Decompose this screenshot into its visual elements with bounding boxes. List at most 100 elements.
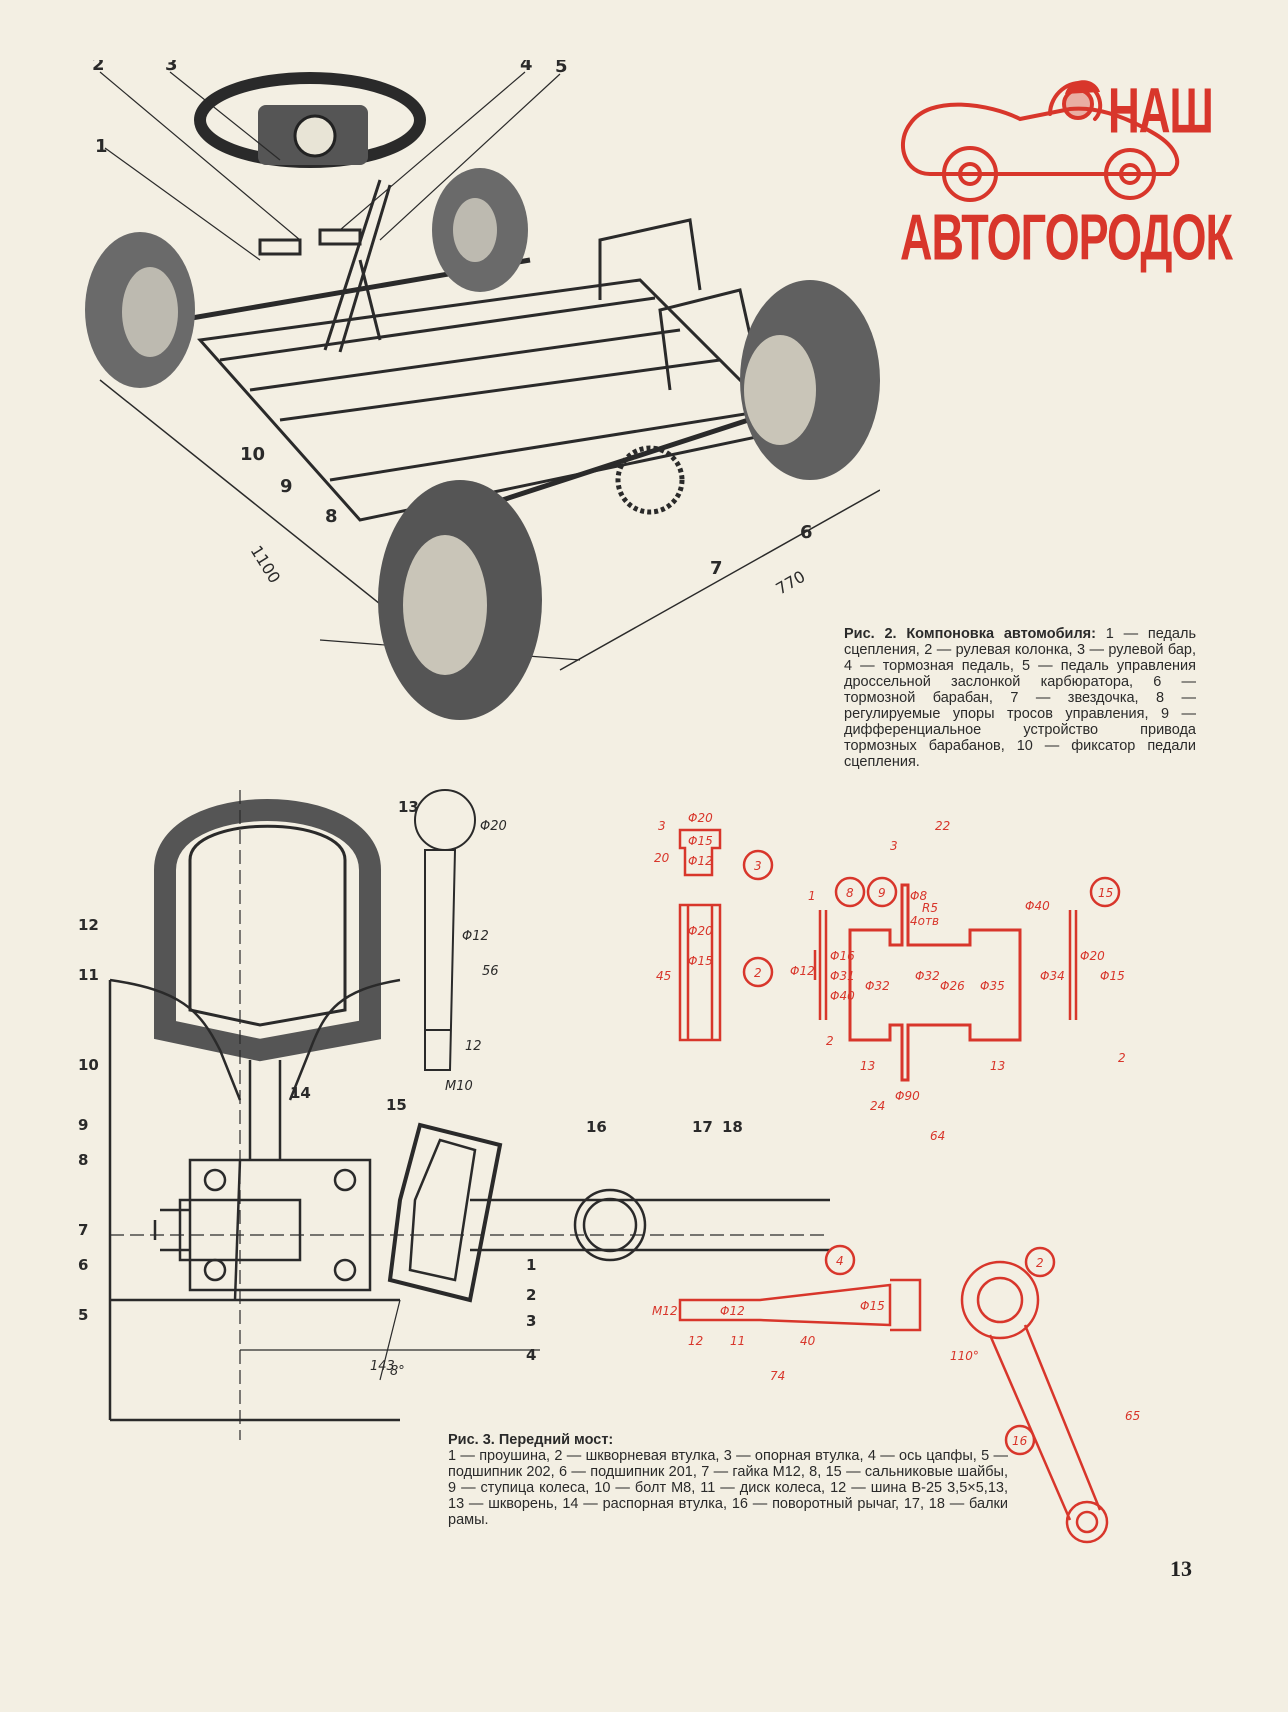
p4-l12: 12 — [688, 1334, 703, 1348]
p9-l64: 64 — [930, 1129, 945, 1143]
angle-8: 8° — [390, 1364, 405, 1379]
p4-l74: 74 — [770, 1369, 785, 1383]
part2-number-circle — [742, 956, 774, 988]
callout-7-b: 7 — [78, 1221, 88, 1239]
fig2-chassis-drawing: 2 3 4 5 1 10 9 8 7 6 1100 770 — [85, 60, 880, 720]
p9-num: 9 — [878, 886, 886, 900]
callout-4: 4 — [520, 60, 533, 75]
p8-num: 8 — [846, 886, 854, 900]
fig2-caption-body: 1 — педаль сцепления, 2 — рулевая колонк… — [844, 626, 1196, 770]
callout-17: 17 — [692, 1118, 713, 1136]
p4-d15: Φ15 — [860, 1299, 885, 1313]
p15-num: 15 — [1098, 886, 1113, 900]
part8-number-circle — [834, 876, 866, 908]
p3-d15: Φ15 — [688, 834, 713, 848]
fig3-caption: Рис. 3. Передний мост: 1 — проушина, 2 —… — [448, 1432, 1008, 1528]
pin13-m10: M10 — [445, 1079, 473, 1094]
callout-18: 18 — [722, 1118, 743, 1136]
pin13-d12: Φ12 — [462, 929, 489, 944]
p3-num: 3 — [754, 859, 762, 873]
dim-143: 143 — [370, 1359, 395, 1374]
p8-d12: Φ12 — [790, 964, 815, 978]
p8-t2: 2 — [826, 1034, 834, 1048]
p3-h3: 3 — [658, 819, 666, 833]
wheel-rear-left — [85, 232, 195, 388]
p9-holes: 4отв — [910, 914, 939, 928]
p9-l13a: 13 — [860, 1059, 875, 1073]
p9-l3: 3 — [890, 839, 898, 853]
p4-d12: Φ12 — [720, 1304, 745, 1318]
beam-tube — [573, 1188, 647, 1262]
callout-8: 8 — [325, 506, 338, 527]
p16-num2: 2 — [1036, 1256, 1044, 1270]
callout-12: 12 — [78, 916, 99, 934]
page-number: 13 — [1170, 1556, 1192, 1581]
callout-9: 9 — [280, 476, 293, 497]
p9-r5: R5 — [922, 901, 938, 915]
callout-4-b: 4 — [526, 1346, 536, 1364]
p15-t2: 2 — [1118, 1051, 1126, 1065]
p4-m12: M12 — [652, 1304, 678, 1318]
callout-10: 10 — [240, 444, 265, 465]
p9-d32b: Φ32 — [915, 969, 940, 983]
callout-1: 1 — [95, 136, 108, 157]
callout-14: 14 — [290, 1084, 311, 1102]
callout-3-b: 3 — [526, 1312, 536, 1330]
wheel-front-right — [740, 280, 880, 480]
p3-h20: 20 — [654, 851, 670, 865]
callout-2: 2 — [92, 60, 105, 75]
part15-number-circle — [1089, 876, 1121, 908]
dim-width: 770 — [773, 567, 809, 599]
callout-2-b: 2 — [526, 1286, 536, 1304]
p2-num: 2 — [754, 966, 762, 980]
wheel-front-left — [378, 480, 542, 720]
p15-d20: Φ20 — [1080, 949, 1105, 963]
callout-16: 16 — [586, 1118, 607, 1136]
callout-8-b: 8 — [78, 1151, 88, 1169]
p9-l24: 24 — [870, 1099, 885, 1113]
callout-11: 11 — [78, 966, 99, 984]
pin13-d20: Φ20 — [480, 819, 507, 834]
logo-title-line2: АВТОГОРОДОК — [900, 200, 1233, 274]
p9-l22: 22 — [935, 819, 950, 833]
pin13-l56: 56 — [482, 964, 499, 979]
wheel-rear-right — [432, 168, 528, 292]
p9-d40: Φ40 — [1025, 899, 1050, 913]
p9-d8: Φ8 — [910, 889, 927, 903]
callout-10-b: 10 — [78, 1056, 99, 1074]
fig2-caption: Рис. 2. Компоновка автомобиля: 1 — педал… — [844, 626, 1196, 770]
p2-d15: Φ15 — [688, 954, 713, 968]
p8-t1: 1 — [808, 889, 816, 903]
p8-d31: Φ31 — [830, 969, 855, 983]
part3-number-circle — [742, 849, 774, 881]
fig3-front-axle-drawing: Φ20 Φ12 56 12 M10 8° 143 13 12 11 10 14 … — [78, 789, 830, 1440]
callout-3: 3 — [165, 60, 178, 75]
callout-6: 6 — [800, 522, 813, 543]
p16-l65: 65 — [1125, 1409, 1140, 1423]
pin-13-detail — [414, 789, 476, 1071]
callout-7: 7 — [710, 558, 723, 579]
p9-l13b: 13 — [990, 1059, 1005, 1073]
p8-d40: Φ40 — [830, 989, 855, 1003]
p16-a110: 110° — [950, 1349, 979, 1363]
p8-d16: Φ16 — [830, 949, 855, 963]
callout-6-b: 6 — [78, 1256, 88, 1274]
red-detail-drawings: 3 Φ20 Φ15 Φ12 20 3 2 Φ20 Φ15 45 8 Φ12 Φ1… — [652, 811, 1140, 1544]
p2-d20: Φ20 — [688, 924, 713, 938]
tire-section — [154, 799, 381, 1062]
pin13-l12: 12 — [465, 1039, 482, 1054]
fig3-caption-title: Рис. 3. Передний мост: — [448, 1432, 614, 1448]
logo-title-line1: НАШ — [1108, 76, 1214, 148]
p9-d35: Φ35 — [980, 979, 1005, 993]
p3-d20: Φ20 — [688, 811, 713, 825]
fig2-caption-title: Рис. 2. Компоновка автомобиля: — [844, 626, 1096, 642]
p4-l40: 40 — [800, 1334, 816, 1348]
p15-d34: Φ34 — [1040, 969, 1065, 983]
kingpin-housing — [387, 1122, 503, 1303]
sprocket — [615, 445, 685, 515]
hub — [188, 1158, 372, 1292]
car-logo-drawing — [900, 80, 1180, 202]
part4-number-circle — [824, 1244, 856, 1276]
callout-5-b: 5 — [78, 1306, 88, 1324]
